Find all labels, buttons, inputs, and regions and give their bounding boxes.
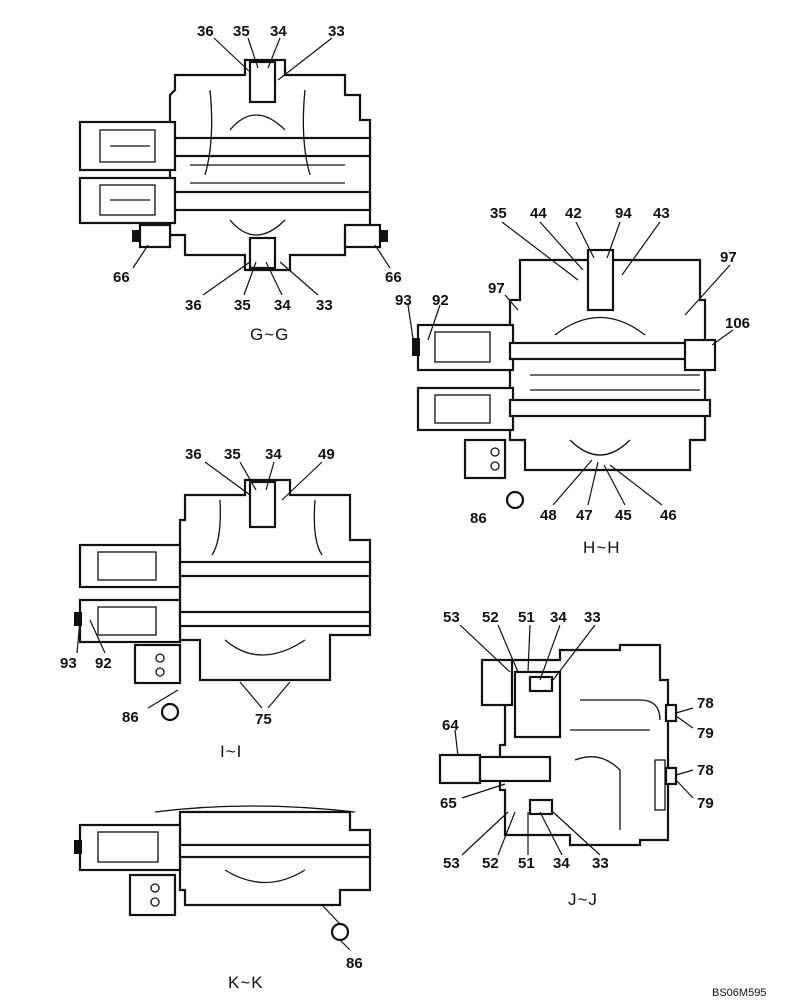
hh-label-46: 46 [660, 507, 677, 524]
section-kk-drawing [74, 805, 372, 942]
section-kk-leaders [321, 904, 351, 951]
ii-label-75: 75 [255, 711, 272, 728]
section-ii-labels: 36 35 34 49 93 92 86 75 I~I [60, 446, 335, 761]
hh-label-45: 45 [615, 507, 632, 524]
section-gg-title: G~G [250, 325, 289, 344]
jj-label-64: 64 [442, 717, 459, 734]
hh-label-93: 93 [395, 292, 412, 309]
jj-label-79-bottom: 79 [697, 795, 714, 812]
hh-label-42: 42 [565, 205, 582, 222]
jj-label-33-bottom: 33 [592, 855, 609, 872]
gg-label-36-bottom: 36 [185, 297, 202, 314]
section-ii-title: I~I [220, 742, 242, 761]
section-kk-title: K~K [228, 973, 264, 992]
hh-label-48: 48 [540, 507, 557, 524]
gg-label-33: 33 [328, 23, 345, 40]
jj-label-34-bottom: 34 [553, 855, 570, 872]
drawing-code: BS06M595 [712, 987, 766, 999]
section-jj-labels: 53 52 51 34 33 64 78 79 78 79 65 53 52 5… [440, 609, 714, 909]
section-kk-labels: 86 K~K [228, 955, 363, 992]
gg-label-34: 34 [270, 23, 287, 40]
section-jj-title: J~J [568, 890, 598, 909]
section-gg-labels: 36 35 34 33 66 66 36 35 34 33 G~G [113, 23, 402, 344]
hh-label-97-left: 97 [488, 280, 505, 297]
gg-label-35-bottom: 35 [234, 297, 251, 314]
hh-label-97-right: 97 [720, 249, 737, 266]
section-hh-leaders [407, 221, 734, 506]
hh-label-92: 92 [432, 292, 449, 309]
ii-label-35: 35 [224, 446, 241, 463]
jj-label-52: 52 [482, 609, 499, 626]
jj-label-65: 65 [440, 795, 457, 812]
section-hh-title: H~H [583, 538, 620, 557]
ii-label-92: 92 [95, 655, 112, 672]
jj-label-51-bottom: 51 [518, 855, 535, 872]
gg-label-36: 36 [197, 23, 214, 40]
gg-label-66-right: 66 [385, 269, 402, 286]
section-jj-drawing [438, 643, 678, 847]
hh-label-86: 86 [470, 510, 487, 527]
section-jj-leaders [454, 624, 694, 856]
ii-label-36: 36 [185, 446, 202, 463]
section-gg-drawing [78, 58, 388, 272]
jj-label-52-bottom: 52 [482, 855, 499, 872]
jj-label-53: 53 [443, 609, 460, 626]
jj-label-53-bottom: 53 [443, 855, 460, 872]
jj-label-51: 51 [518, 609, 535, 626]
hh-label-43: 43 [653, 205, 670, 222]
kk-label-86: 86 [346, 955, 363, 972]
gg-label-34-bottom: 34 [274, 297, 291, 314]
jj-label-78-top: 78 [697, 695, 714, 712]
jj-label-34: 34 [550, 609, 567, 626]
hh-label-94: 94 [615, 205, 632, 222]
ii-label-34: 34 [265, 446, 282, 463]
jj-label-79-top: 79 [697, 725, 714, 742]
jj-label-33: 33 [584, 609, 601, 626]
hh-label-35: 35 [490, 205, 507, 222]
hh-label-106: 106 [725, 315, 750, 332]
section-ii-leaders [76, 461, 323, 709]
hh-label-47: 47 [576, 507, 593, 524]
ii-label-86: 86 [122, 709, 139, 726]
section-gg-leaders [132, 37, 391, 296]
section-ii-drawing [74, 478, 372, 722]
section-hh-labels: 35 44 42 94 43 97 97 93 92 106 86 48 47 … [395, 205, 750, 557]
gg-label-33-bottom: 33 [316, 297, 333, 314]
ii-label-93: 93 [60, 655, 77, 672]
gg-label-66-left: 66 [113, 269, 130, 286]
hh-label-44: 44 [530, 205, 547, 222]
gg-label-35: 35 [233, 23, 250, 40]
section-hh-drawing [412, 248, 717, 510]
ii-label-49: 49 [318, 446, 335, 463]
jj-label-78-bottom: 78 [697, 762, 714, 779]
